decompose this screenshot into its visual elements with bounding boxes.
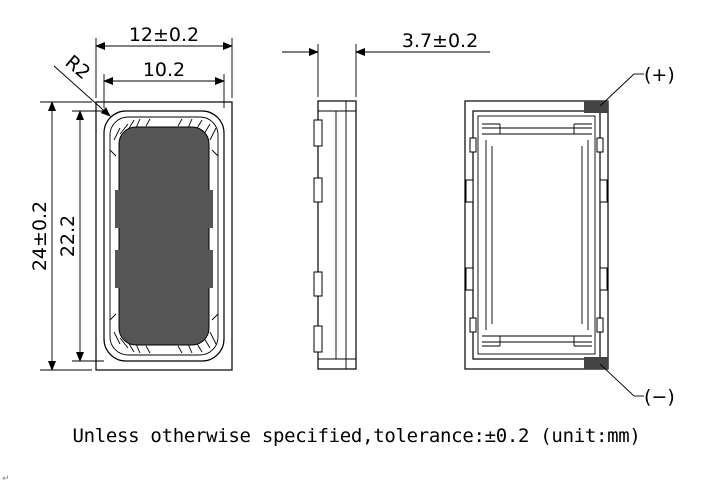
- front-diaphragm-tab-right-upper: [208, 190, 213, 228]
- positive-terminal-label: (+): [644, 64, 675, 86]
- dim-height-inner-label: 22.2: [57, 215, 79, 257]
- back-outer-frame: [464, 100, 609, 370]
- side-notch-2: [313, 177, 323, 203]
- front-diaphragm-tab-right-lower: [208, 250, 213, 288]
- dim-radius: R2: [53, 51, 111, 117]
- dim-height-overall: 24±0.2: [29, 101, 92, 371]
- front-outer-frame: [95, 101, 233, 371]
- dim-thickness-label: 3.7±0.2: [402, 30, 478, 52]
- front-view: [95, 101, 233, 371]
- side-notch-1: [313, 119, 323, 147]
- paragraph-mark: ↵: [2, 474, 10, 484]
- back-bottom-bracket: [482, 335, 592, 347]
- front-diaphragm-tab-left-upper: [115, 190, 120, 228]
- front-diaphragm-tab-left-lower: [115, 250, 120, 288]
- dim-thickness: 3.7±0.2: [282, 30, 490, 97]
- positive-terminal-pad: [584, 101, 608, 113]
- back-view: [464, 100, 609, 370]
- front-inner-outline: [109, 116, 219, 356]
- back-inner-frame: [472, 110, 601, 360]
- side-notch-4: [313, 325, 323, 353]
- dim-height-inner: 22.2: [57, 110, 104, 362]
- side-notch-3: [313, 271, 323, 297]
- dim-height-overall-label: 24±0.2: [29, 201, 51, 271]
- positive-terminal-callout: (+): [599, 64, 675, 107]
- dim-width-overall-label: 12±0.2: [129, 24, 199, 46]
- negative-terminal-label: (−): [644, 386, 675, 408]
- dim-radius-label: R2: [61, 51, 95, 84]
- dim-width-inner: 10.2: [103, 59, 225, 108]
- side-body: [317, 100, 357, 370]
- dim-width-overall: 12±0.2: [95, 24, 233, 98]
- back-top-bracket: [482, 123, 592, 135]
- tolerance-footnote: Unless otherwise specified,tolerance:±0.…: [72, 425, 641, 447]
- negative-terminal-pad: [584, 357, 608, 369]
- side-view: [313, 100, 357, 370]
- dim-width-inner-label: 10.2: [143, 59, 185, 81]
- negative-terminal-callout: (−): [599, 363, 675, 408]
- front-diaphragm: [118, 126, 210, 346]
- front-surround-outline: [103, 110, 225, 362]
